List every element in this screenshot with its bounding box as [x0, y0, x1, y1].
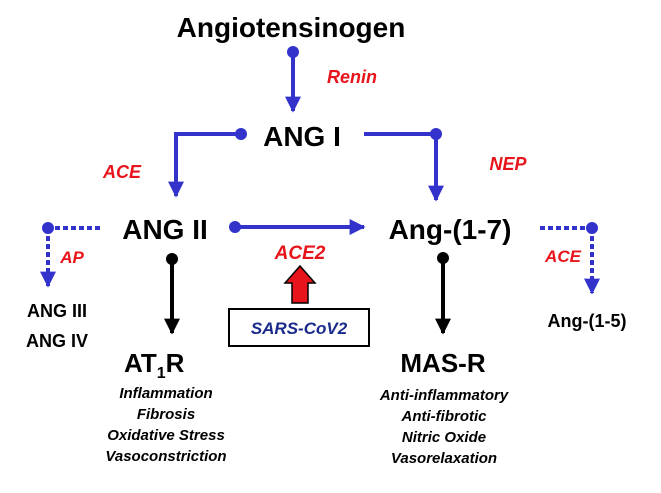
masr-effect: Anti-fibrotic: [401, 408, 488, 425]
nep-label: NEP: [489, 154, 527, 174]
ang17-label: Ang-(1-7): [389, 214, 512, 245]
masr-effect: Vasorelaxation: [391, 450, 497, 467]
ace-right-arrow: [540, 222, 600, 295]
ace-arrow: [168, 128, 247, 198]
masr-arrow: [435, 252, 451, 335]
ace-left-label: ACE: [102, 162, 142, 182]
ang15-label: Ang-(1-5): [548, 311, 627, 331]
ace2-arrow: [229, 219, 366, 235]
nep-arrow: [364, 128, 444, 202]
ang4-label: ANG IV: [26, 331, 88, 351]
masr-effect: Nitric Oxide: [402, 429, 486, 446]
at1r-effect: Fibrosis: [137, 406, 195, 423]
ang1-label: ANG I: [263, 121, 341, 152]
ang3-label: ANG III: [27, 301, 87, 321]
masr-effect: Anti-inflammatory: [379, 387, 509, 404]
ace-right-label: ACE: [544, 247, 582, 266]
at1r-effect: Inflammation: [119, 385, 212, 402]
ang2-label: ANG II: [122, 214, 208, 245]
angiotensinogen-label: Angiotensinogen: [177, 12, 406, 43]
sars-cov2-box: [228, 308, 370, 347]
at1r-arrow: [164, 253, 180, 335]
sars-cov2-label: SARS-CoV2: [251, 319, 348, 338]
at1r-effect: Oxidative Stress: [107, 427, 225, 444]
ace2-label: ACE2: [274, 243, 326, 264]
masr-label: MAS-R: [400, 348, 485, 378]
ap-arrow: [40, 222, 100, 288]
ap-label: AP: [59, 248, 84, 267]
renin-arrow: [285, 46, 301, 113]
at1r-label: AT1R: [124, 348, 185, 382]
at1r-effect: Vasoconstriction: [105, 448, 226, 465]
sars-inhibition-arrow: [283, 264, 317, 304]
renin-label: Renin: [327, 67, 377, 87]
